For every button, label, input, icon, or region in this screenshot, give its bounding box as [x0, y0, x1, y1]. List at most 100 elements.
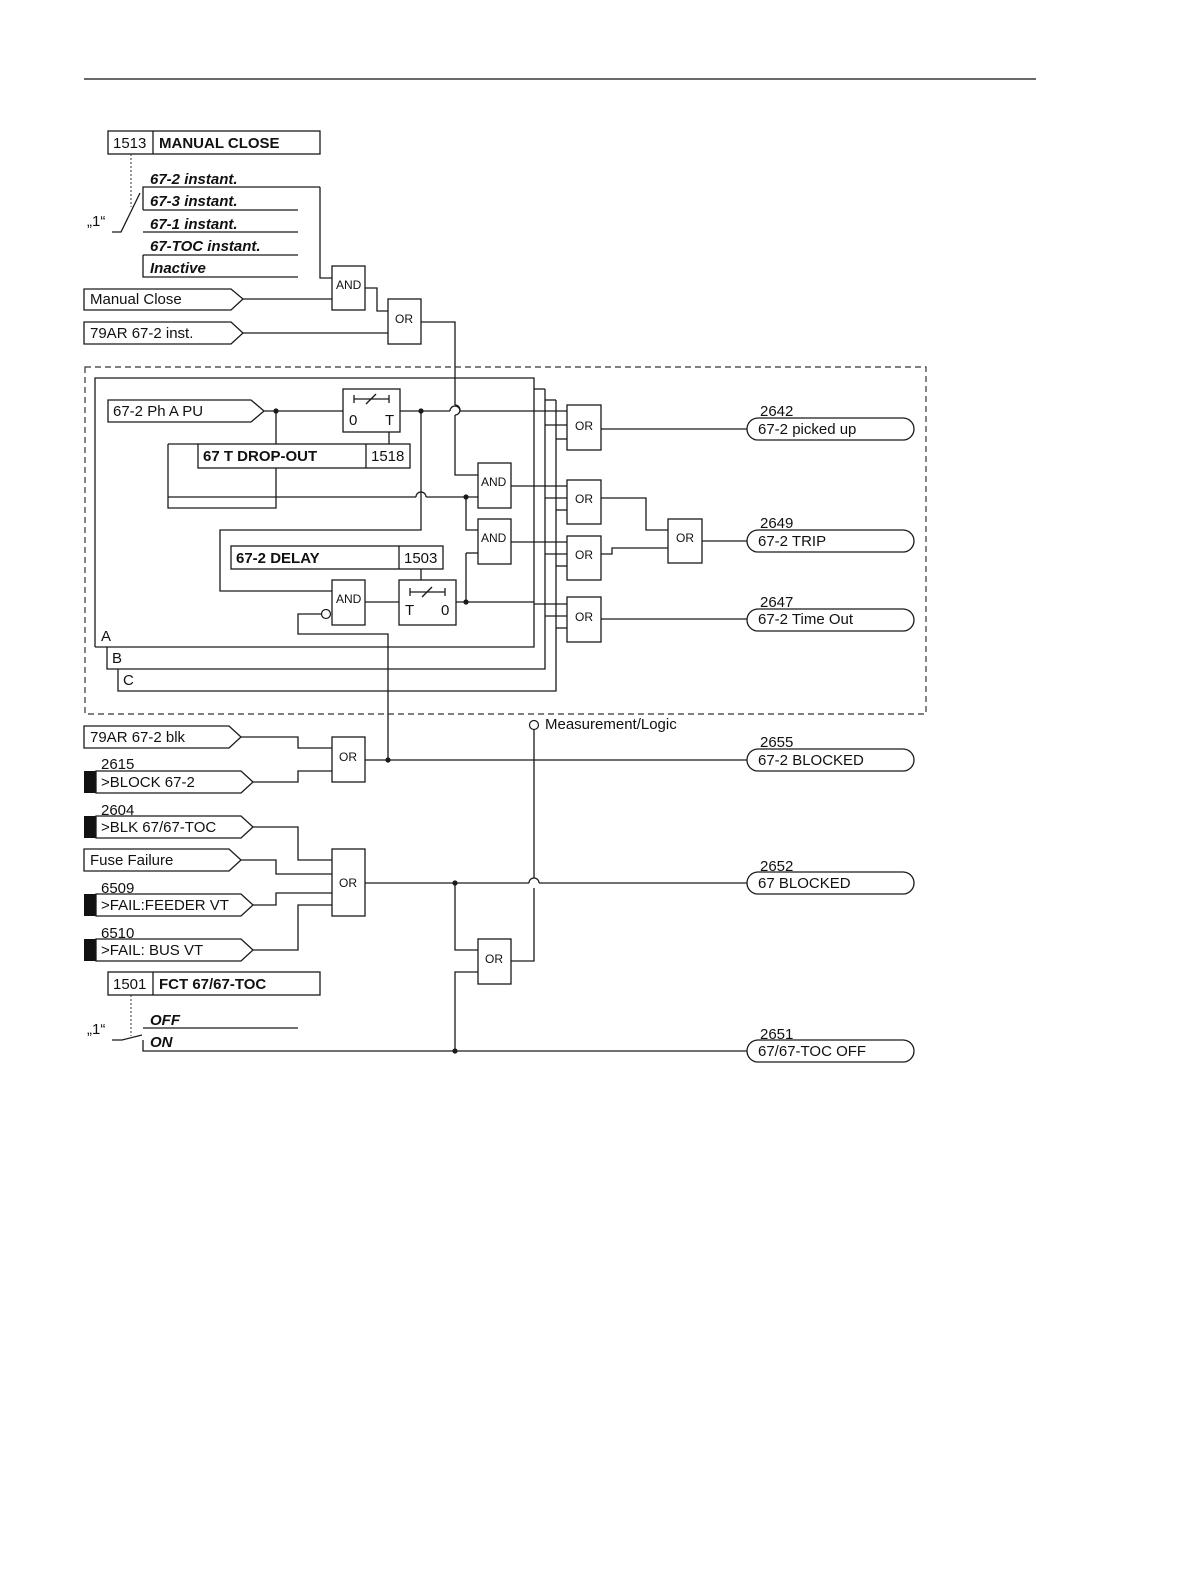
svg-text:OR: OR: [339, 750, 357, 764]
param-1518-block: 67 T DROP-OUT 1518: [197, 443, 411, 469]
phase-label-c: C: [123, 672, 134, 689]
output-2649: 2649 67-2 TRIP: [746, 515, 915, 553]
measurement-logic-region: [84, 366, 927, 715]
input-79ar-67-2-inst: 79AR 67-2 inst.: [83, 321, 244, 345]
timer-delay-right: 0: [441, 602, 449, 619]
measurement-logic-label: Measurement/Logic: [545, 716, 677, 733]
svg-text:AND: AND: [336, 278, 362, 292]
input-6510-number: 6510: [101, 925, 134, 942]
gate-or-trip-1: OR: [566, 479, 602, 525]
gate-or-picked-up: OR: [566, 404, 602, 451]
timer-dropout: 0 T: [342, 388, 401, 433]
output-2652-number: 2652: [760, 858, 793, 875]
option-67-2-instant: 67-2 instant.: [150, 171, 238, 188]
svg-text:OR: OR: [395, 312, 413, 326]
option-67-3-instant: 67-3 instant.: [150, 193, 238, 210]
output-2649-number: 2649: [760, 515, 793, 532]
svg-text:OR: OR: [339, 876, 357, 890]
svg-text:79AR 67-2 blk: 79AR 67-2 blk: [90, 729, 186, 746]
svg-text:AND: AND: [481, 531, 507, 545]
input-fuse-failure: Fuse Failure: [83, 848, 242, 872]
option-67-1-instant: 67-1 instant.: [150, 216, 238, 233]
phase-label-b: B: [112, 650, 122, 667]
svg-text:OR: OR: [575, 492, 593, 506]
svg-text:OR: OR: [575, 610, 593, 624]
option-off: OFF: [150, 1012, 181, 1029]
param-1503-block: 67-2 DELAY 1503: [230, 545, 444, 570]
output-2652: 2652 67 BLOCKED: [746, 858, 915, 895]
or-bus-lines: [534, 410, 567, 629]
timer-dropout-left: 0: [349, 412, 357, 429]
input-79ar-67-2-blk: 79AR 67-2 blk: [83, 725, 242, 749]
svg-text:Fuse Failure: Fuse Failure: [90, 852, 173, 869]
gate-or-trip-2: OR: [566, 535, 602, 581]
svg-text:AND: AND: [481, 475, 507, 489]
svg-text:OR: OR: [575, 548, 593, 562]
gate-and-manual-close: AND: [331, 265, 366, 311]
gate-or-time-out: OR: [566, 596, 602, 643]
gate-or-67-blocked: OR: [331, 848, 366, 917]
gate-and-delay: AND: [331, 579, 366, 626]
param-1501-default-marker: „1“: [87, 1021, 105, 1038]
output-2655-label: 67-2 BLOCKED: [758, 752, 864, 769]
timer-delay-left: T: [405, 602, 414, 619]
param-1518-number: 1518: [371, 448, 404, 465]
input-6509-label: >FAIL:FEEDER VT: [101, 897, 229, 914]
output-2647-label: 67-2 Time Out: [758, 611, 854, 628]
param-1518-name: 67 T DROP-OUT: [203, 448, 317, 465]
output-2642-label: 67-2 picked up: [758, 421, 856, 438]
input-2615-label: >BLOCK 67-2: [101, 774, 195, 791]
option-67-toc-instant: 67-TOC instant.: [150, 238, 261, 255]
input-block-67-2: 2615 >BLOCK 67-2: [84, 756, 254, 794]
param-1501-number: 1501: [113, 976, 146, 993]
output-2651-label: 67/67-TOC OFF: [758, 1043, 866, 1060]
output-2649-label: 67-2 TRIP: [758, 533, 826, 550]
input-2604-number: 2604: [101, 802, 134, 819]
input-2615-number: 2615: [101, 756, 134, 773]
param-1501-name: FCT 67/67-TOC: [159, 976, 266, 993]
input-2604-label: >BLK 67/67-TOC: [101, 819, 216, 836]
input-67-2-ph-a-pu: 67-2 Ph A PU: [107, 399, 266, 423]
param-1513-name: MANUAL CLOSE: [159, 135, 280, 152]
svg-text:AND: AND: [336, 592, 362, 606]
output-2655: 2655 67-2 BLOCKED: [746, 734, 915, 772]
gate-or-measurement: OR: [477, 938, 512, 985]
svg-text:67-2 Ph A PU: 67-2 Ph A PU: [113, 403, 203, 420]
param-1503-name: 67-2 DELAY: [236, 550, 320, 567]
param-1503-number: 1503: [404, 550, 437, 567]
input-blk-67-toc: 2604 >BLK 67/67-TOC: [84, 802, 254, 839]
input-fail-bus-vt: 6510 >FAIL: BUS VT: [84, 925, 254, 962]
input-6510-label: >FAIL: BUS VT: [101, 942, 203, 959]
svg-text:OR: OR: [676, 531, 694, 545]
timer-dropout-right: T: [385, 412, 394, 429]
gate-or-blocked: OR: [331, 736, 366, 783]
output-2647-number: 2647: [760, 594, 793, 611]
output-2642: 2642 67-2 picked up: [746, 403, 915, 441]
input-fail-feeder-vt: 6509 >FAIL:FEEDER VT: [84, 880, 254, 917]
svg-text:79AR 67-2 inst.: 79AR 67-2 inst.: [90, 325, 193, 342]
param-1513-block: 1513 MANUAL CLOSE „1“ 67-2 instant. 67-3…: [87, 130, 321, 278]
svg-text:OR: OR: [485, 952, 503, 966]
param-1513-number: 1513: [113, 135, 146, 152]
output-2655-number: 2655: [760, 734, 793, 751]
gate-or-trip: OR: [667, 518, 703, 564]
gate-and-inst-2: AND: [477, 518, 512, 565]
timer-delay: T 0: [398, 579, 457, 626]
param-1501-block: 1501 FCT 67/67-TOC „1“ OFF ON: [87, 971, 747, 1052]
input-6509-number: 6509: [101, 880, 134, 897]
input-manual-close: Manual Close: [83, 288, 244, 311]
gate-and-inst-1: AND: [477, 462, 512, 509]
output-2651-number: 2651: [760, 1026, 793, 1043]
option-on: ON: [150, 1034, 174, 1051]
svg-text:Manual Close: Manual Close: [90, 291, 182, 308]
svg-text:OR: OR: [575, 419, 593, 433]
output-2652-label: 67 BLOCKED: [758, 875, 851, 892]
param-1513-default-marker: „1“: [87, 213, 105, 230]
option-inactive: Inactive: [150, 260, 206, 277]
phase-label-a: A: [101, 628, 111, 645]
output-2642-number: 2642: [760, 403, 793, 420]
output-2651: 2651 67/67-TOC OFF: [746, 1026, 915, 1063]
gate-or-manual-close: OR: [387, 298, 422, 345]
output-2647: 2647 67-2 Time Out: [746, 594, 915, 632]
